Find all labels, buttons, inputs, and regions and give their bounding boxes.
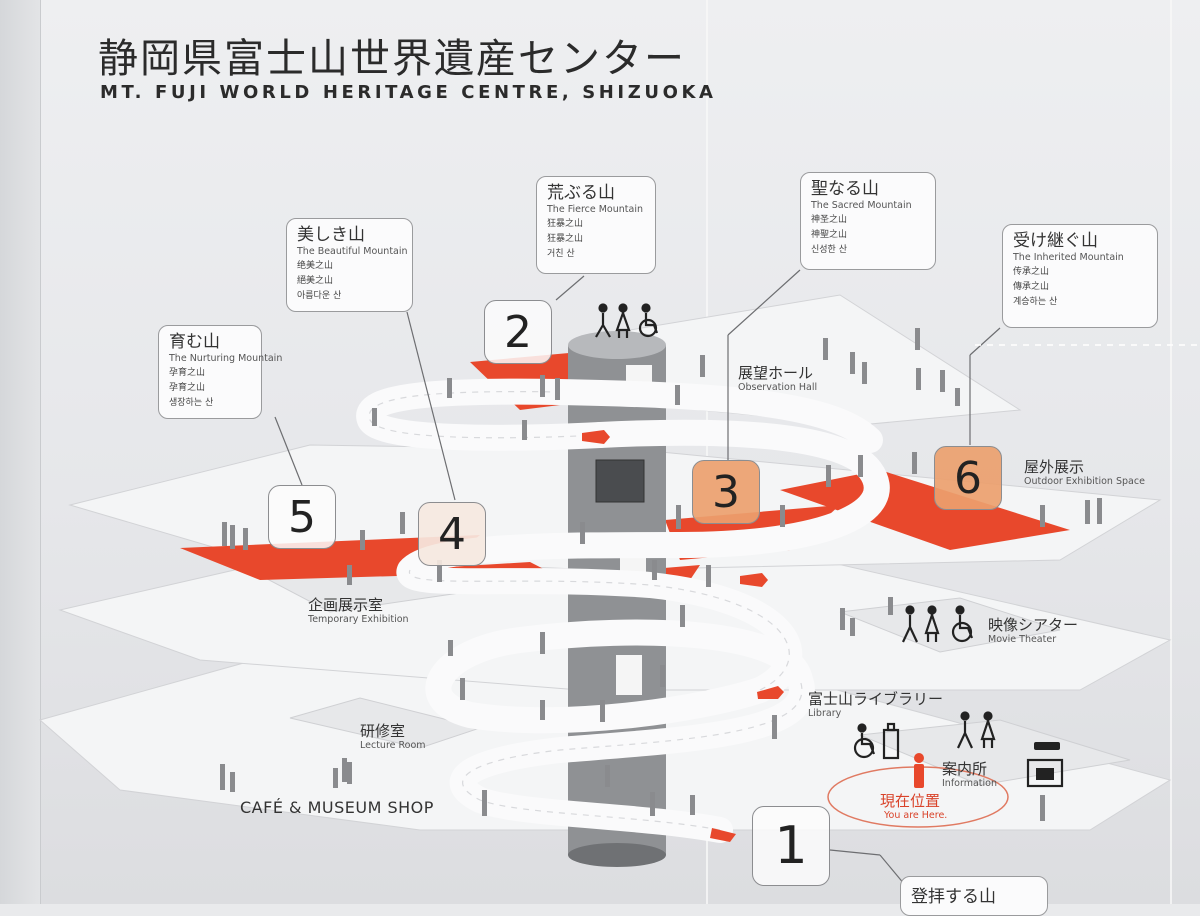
zone2-title-zh-s: 狂暴之山 (547, 219, 584, 229)
temporary-exhibition-label: 企画展示室 Temporary Exhibition (308, 596, 409, 625)
zone3-title-ko: 신성한 산 (811, 245, 847, 255)
zone2-title-en: The Fierce Mountain (547, 204, 643, 215)
zone6-title-ko: 계승하는 산 (1013, 297, 1058, 307)
outdoor-exhibition-label: 屋外展示 Outdoor Exhibition Space (1024, 458, 1145, 487)
zone2-title: 荒ぶる山 (547, 183, 615, 203)
movie-theater-label: 映像シアター Movie Theater (988, 616, 1079, 645)
tower-base (568, 843, 666, 867)
zone2-number: 2 (484, 300, 552, 364)
ramp-arrow (710, 828, 736, 842)
zone4-title: 美しき山 (297, 225, 365, 245)
zone2-title-ko: 거친 산 (547, 249, 575, 259)
panel-seam (706, 0, 708, 904)
zone3-title-zh-s: 神圣之山 (811, 215, 848, 225)
zone6-title: 受け継ぐ山 (1013, 231, 1098, 251)
zone5-bubble: 育む山 The Nurturing Mountain 孕育之山 孕育之山 생장하… (158, 325, 283, 419)
zone3-number: 3 (692, 460, 760, 524)
panel-edge (0, 0, 41, 904)
information-label: 案内所 Information (942, 760, 997, 789)
zone5-title-zh-s: 孕育之山 (169, 368, 206, 378)
zone6-title-zh-t: 傳承之山 (1013, 282, 1050, 292)
ramp-arrow (757, 686, 784, 699)
zone5-title-zh-t: 孕育之山 (169, 383, 206, 393)
page-title: 静岡県富士山世界遺産センター (98, 36, 686, 82)
tower-top (568, 331, 666, 359)
movie-theater-block (839, 597, 1061, 653)
zone1-bubble: 登拝する山 (900, 876, 1048, 916)
ramp-arrow (582, 430, 610, 444)
toilet-icon-top (595, 303, 659, 338)
ramp-arrow (740, 573, 768, 587)
toilet-icon-library (957, 711, 996, 749)
zone5-title-ko: 생장하는 산 (169, 398, 214, 408)
zone4-title-zh-s: 绝美之山 (297, 261, 334, 271)
zone2-bubble: 荒ぶる山 The Fierce Mountain 狂暴之山 狂暴之山 거친 산 (536, 176, 656, 274)
zone1-number: 1 (752, 806, 830, 886)
zone6-bubble: 受け継ぐ山 The Inherited Mountain 传承之山 傳承之山 계… (1002, 224, 1158, 328)
zone6-title-en: The Inherited Mountain (1013, 252, 1124, 263)
observation-hall-label: 展望ホール Observation Hall (738, 364, 818, 393)
information-desk-icon (1026, 742, 1064, 788)
zone6-floor (780, 470, 1070, 550)
zone4-title-zh-t: 絕美之山 (297, 276, 334, 286)
zone1-title: 登拝する山 (911, 887, 996, 907)
you-are-here-label-en: You are Here. (884, 810, 948, 821)
elevator-icon (595, 459, 645, 503)
tower-door (616, 655, 642, 695)
zone6-number: 6 (934, 446, 1002, 510)
you-are-here-label: 現在位置 (880, 792, 941, 810)
panel-seam (1170, 0, 1172, 904)
zone3-title: 聖なる山 (811, 179, 879, 199)
zone6-title-zh-s: 传承之山 (1013, 267, 1050, 277)
cafe-shop-label: CAFÉ & MUSEUM SHOP (240, 798, 434, 817)
lecture-room-label: 研修室 Lecture Room (360, 722, 426, 751)
zone2-title-zh-t: 狂暴之山 (547, 234, 584, 244)
zone3-title-zh-t: 神聖之山 (811, 230, 848, 240)
you-are-here-figure-icon (914, 753, 924, 788)
zone3-bubble: 聖なる山 The Sacred Mountain 神圣之山 神聖之山 신성한 산 (800, 172, 936, 270)
zone4-title-en: The Beautiful Mountain (297, 246, 408, 257)
zone5-title-en: The Nurturing Mountain (169, 353, 283, 364)
page-title-en: MT. FUJI WORLD HERITAGE CENTRE, SHIZUOKA (100, 82, 717, 103)
toilet-icon-theater (902, 605, 974, 643)
zone4-bubble: 美しき山 The Beautiful Mountain 绝美之山 絕美之山 아름… (286, 218, 413, 312)
wheelchair-icon (853, 722, 900, 760)
zone5-title: 育む山 (169, 332, 220, 352)
zone4-title-ko: 아름다운 산 (297, 291, 342, 301)
zone5-number: 5 (268, 485, 336, 549)
zone4-number: 4 (418, 502, 486, 566)
library-label: 富士山ライブラリー Library (808, 690, 944, 719)
zone3-title-en: The Sacred Mountain (811, 200, 912, 211)
